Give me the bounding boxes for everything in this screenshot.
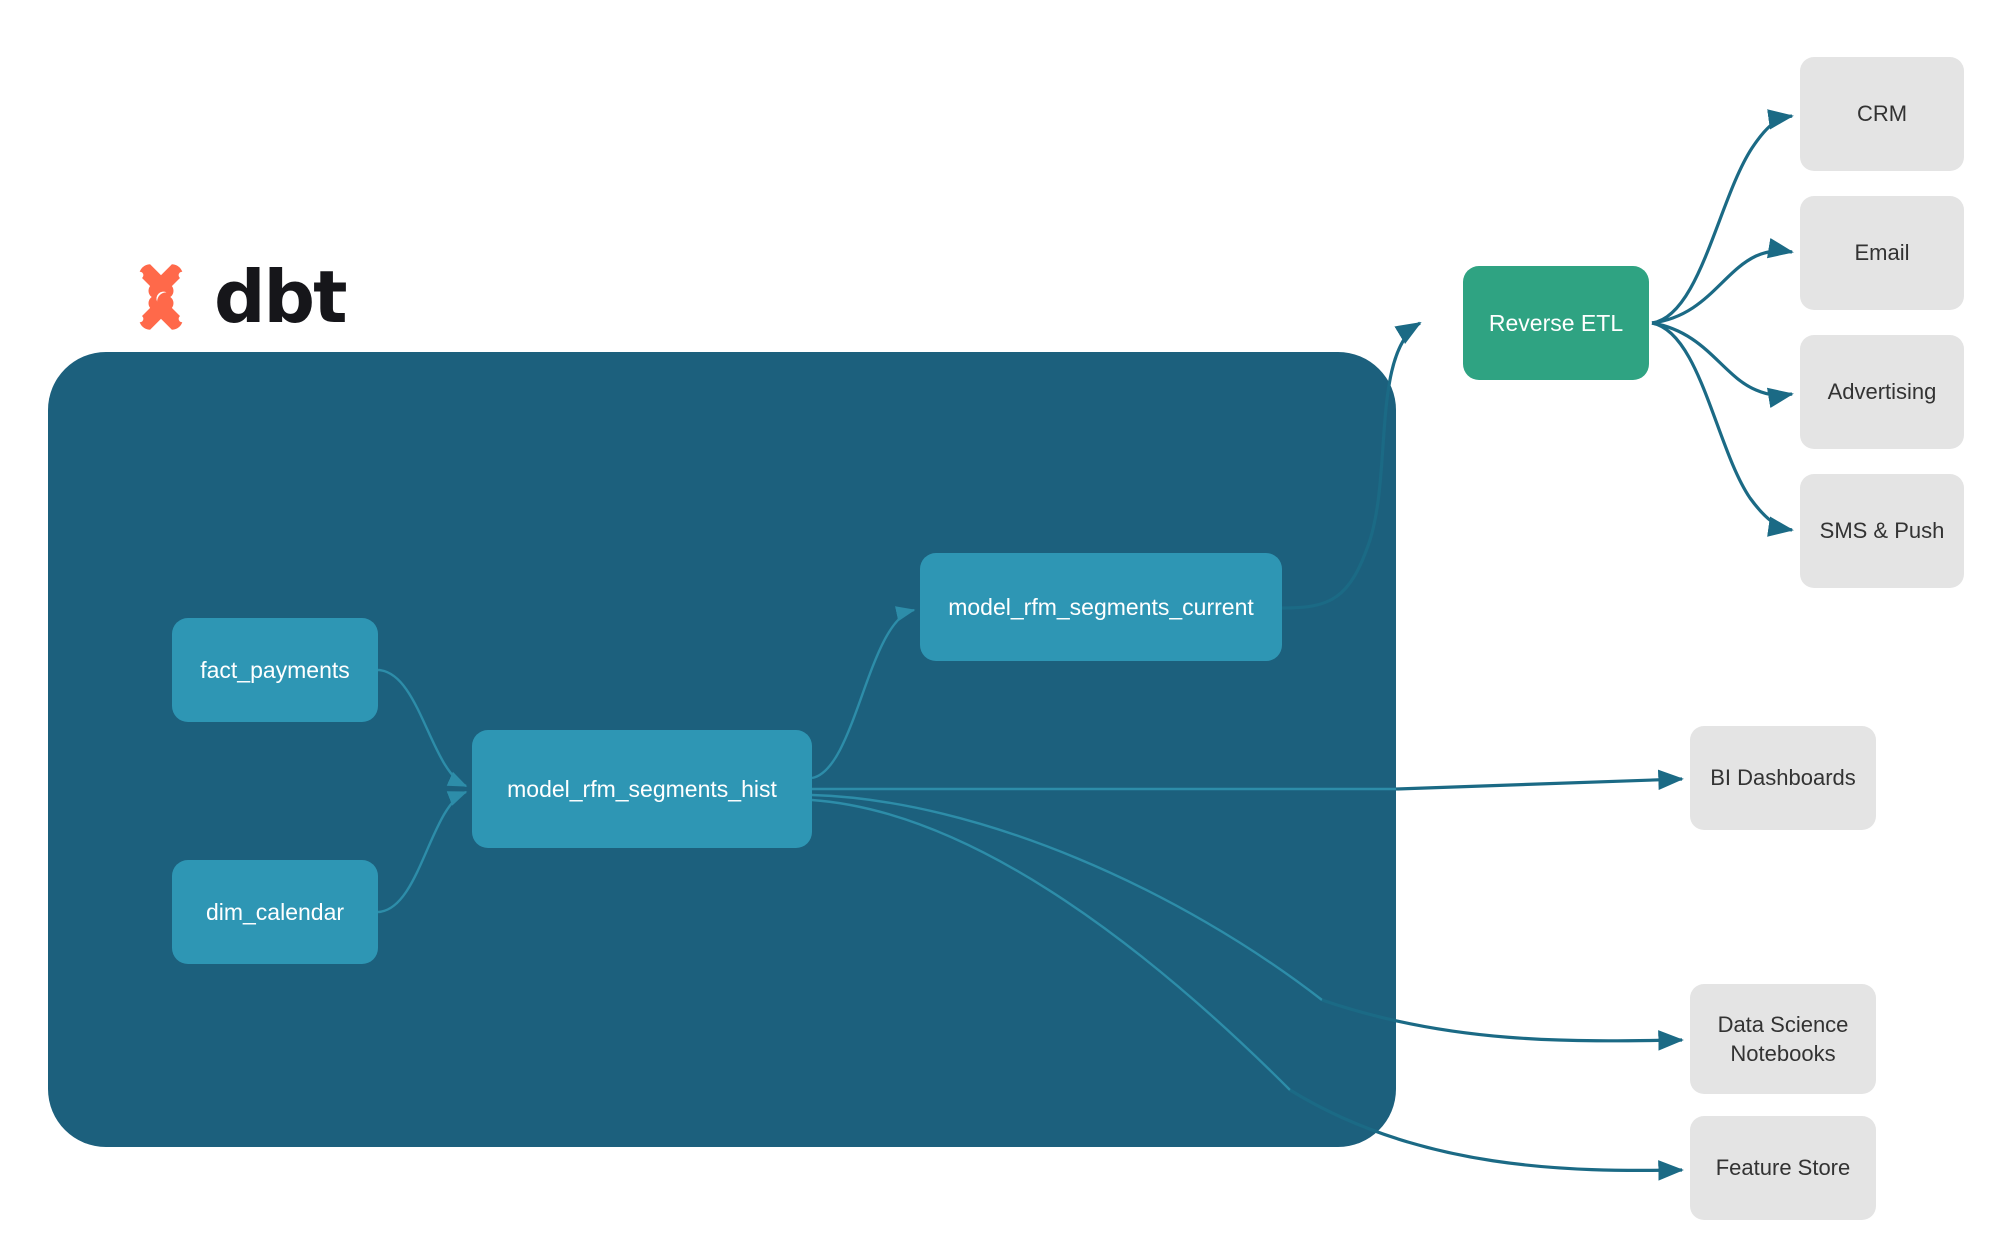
dbt-logo: dbt (122, 255, 347, 339)
node-label: dim_calendar (205, 898, 345, 925)
node-model-rfm-segments-current[interactable]: model_rfm_segments_current (920, 553, 1282, 661)
edge-hist-to-bi-dashboards (1395, 769, 1684, 791)
edge-reverse-etl-to-sms-push (1651, 321, 1794, 537)
dbt-wordmark: dbt (214, 255, 347, 339)
node-fact-payments[interactable]: fact_payments (172, 618, 378, 722)
node-bi-dashboards[interactable]: BI Dashboards (1690, 726, 1876, 830)
node-label-line1: Data Science (1717, 1011, 1849, 1037)
node-label: CRM (1856, 101, 1908, 127)
node-label: model_rfm_segments_hist (507, 775, 777, 802)
node-label: BI Dashboards (1710, 765, 1856, 791)
node-dim-calendar[interactable]: dim_calendar (172, 860, 378, 964)
node-model-rfm-segments-hist[interactable]: model_rfm_segments_hist (472, 730, 812, 848)
dbt-logo-icon (136, 264, 186, 330)
edge-reverse-etl-to-advertising (1651, 321, 1794, 408)
node-destination-sms-push[interactable]: SMS & Push (1800, 474, 1964, 588)
node-label: model_rfm_segments_current (948, 593, 1254, 620)
edge-reverse-etl-to-email (1651, 238, 1794, 325)
node-destination-advertising[interactable]: Advertising (1800, 335, 1964, 449)
node-label: Email (1854, 240, 1910, 266)
node-label: fact_payments (200, 656, 350, 683)
node-label: Data Science Notebooks (1718, 1010, 1849, 1068)
node-label: Advertising (1827, 379, 1937, 405)
node-feature-store[interactable]: Feature Store (1690, 1116, 1876, 1220)
node-label: SMS & Push (1819, 518, 1945, 544)
node-data-science-notebooks[interactable]: Data Science Notebooks (1690, 984, 1876, 1094)
node-label: Feature Store (1715, 1155, 1851, 1181)
node-reverse-etl[interactable]: Reverse ETL (1463, 266, 1649, 380)
edge-reverse-etl-to-crm (1651, 109, 1794, 325)
node-destination-crm[interactable]: CRM (1800, 57, 1964, 171)
node-label-line2: Notebooks (1730, 1041, 1836, 1066)
node-destination-email[interactable]: Email (1800, 196, 1964, 310)
node-label: Reverse ETL (1488, 309, 1624, 336)
